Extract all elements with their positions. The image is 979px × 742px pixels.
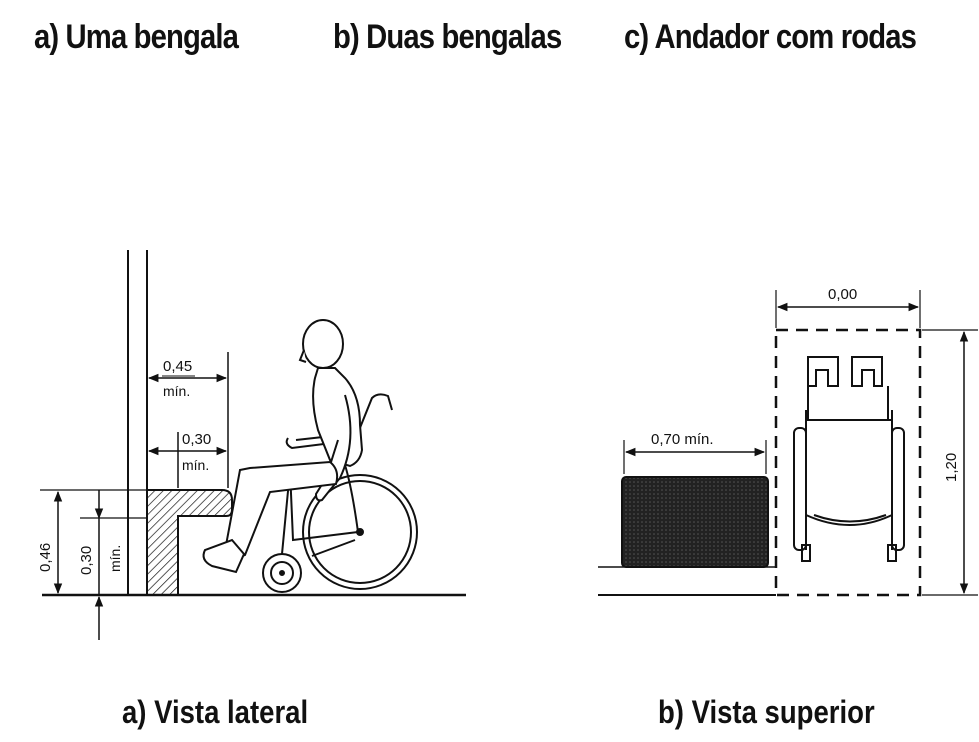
- label-duas-bengalas: b) Duas bengalas: [333, 18, 562, 56]
- side-view: 0,45 mín. 0,30 mín. 0,46 0,30 mín.: [37, 250, 466, 640]
- height-046-text: 0,46: [37, 543, 54, 572]
- space-width-text: 0,00: [828, 286, 857, 303]
- dim-045-text: 0,45: [163, 358, 192, 375]
- space-length-text: 1,20: [943, 453, 960, 482]
- height-030-min-text: mín.: [107, 545, 123, 572]
- bench-width-text: 0,70 mín.: [651, 431, 714, 448]
- person-side-icon: [202, 319, 364, 574]
- wheelchair-top-icon: [793, 356, 905, 562]
- caption-vista-lateral: a) Vista lateral: [122, 694, 309, 730]
- height-030-text: 0,30: [78, 546, 95, 575]
- dim-030-min-text: mín.: [182, 457, 209, 473]
- bench-seat: [146, 489, 233, 596]
- wheelchair-side-icon: [262, 393, 418, 593]
- label-uma-bengala: a) Uma bengala: [34, 18, 239, 56]
- caption-vista-superior: b) Vista superior: [658, 694, 875, 730]
- dim-045-min-text: mín.: [163, 383, 190, 399]
- bench-top: [621, 476, 769, 568]
- label-andador-com-rodas: c) Andador com rodas: [624, 18, 917, 56]
- dim-030-text: 0,30: [182, 431, 211, 448]
- top-view: 0,70 mín. 0,00 1,20: [598, 286, 978, 597]
- wheelchair-space: [774, 328, 922, 597]
- top-labels: a) Uma bengala b) Duas bengalas c) Andad…: [0, 0, 979, 80]
